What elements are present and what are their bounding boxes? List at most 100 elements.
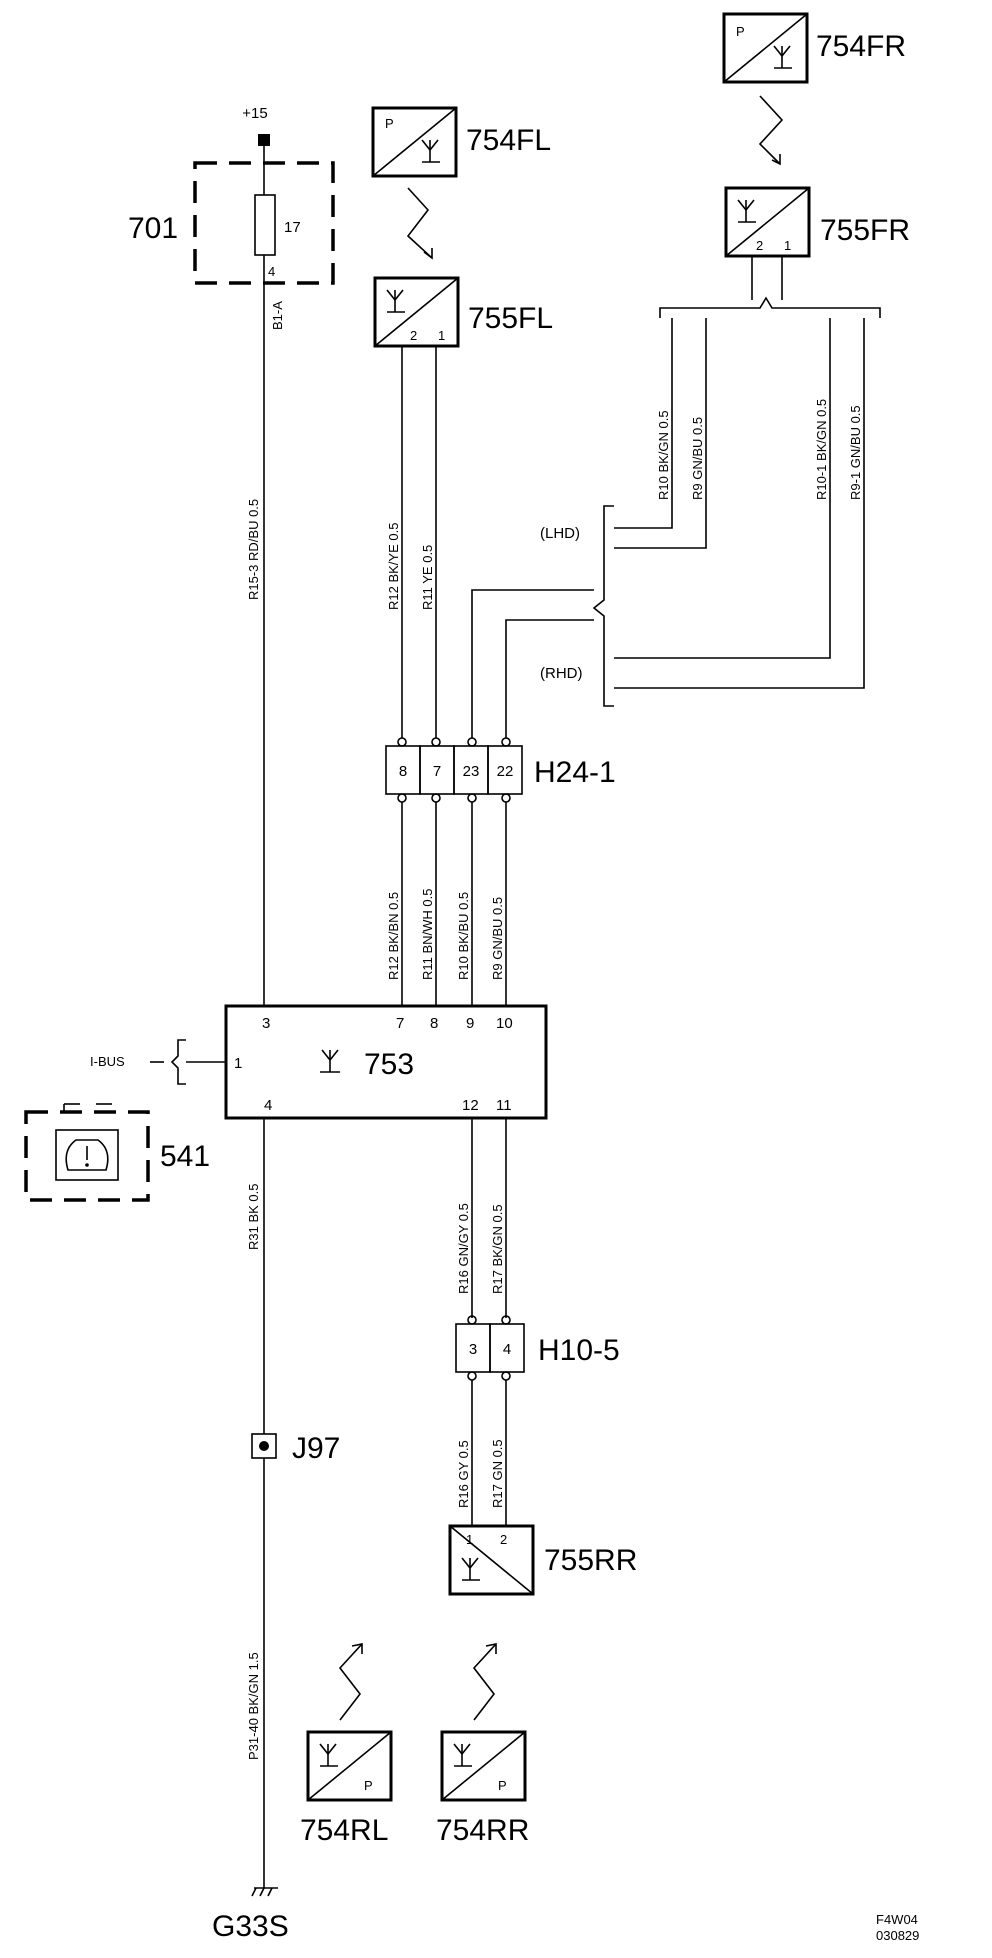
h24-pin: 8 [399,763,407,780]
control-unit-753-ref: 753 [364,1048,414,1081]
ground-icon [251,1887,278,1897]
exclamation-dot-icon [85,1163,89,1167]
ibus-brace-icon [170,1039,186,1085]
drawing-code: F4W04 [876,1912,918,1927]
sensor-754fr-diagonal [723,13,808,83]
sensor-754fr-symbol: P [736,24,745,39]
wire-r9-h24 [505,619,594,738]
connector-h10-5 [455,1315,525,1381]
sensor-754rr-symbol: P [498,1778,507,1793]
antenna-755fl-pin-2: 2 [410,328,417,343]
wire-r9-fr [614,318,707,549]
antenna-755fl-diagonal [374,277,459,347]
antenna-icon [386,289,405,313]
wire-r9-1 [614,318,865,689]
sensor-754fl-diagonal [372,107,457,177]
antenna-755rr-pin-1: 1 [466,1532,473,1547]
antenna-755fr-pin-2: 2 [756,238,763,253]
fuse-17-icon [254,194,276,256]
wire-r17-rr-label: R17 GN 0.5 [490,1439,505,1508]
wire-r9-fr-label: R9 GN/BU 0.5 [690,417,705,500]
sensor-754fr-ref: 754FR [816,30,906,63]
fuse-box-ref: 701 [128,212,178,245]
sensor-754rr-ref: 754RR [436,1814,529,1847]
h10-pin: 3 [469,1341,477,1358]
cu-pin: 4 [264,1097,272,1114]
wire-r9-1-label: R9-1 GN/BU 0.5 [848,405,863,500]
cu-pin: 8 [430,1015,438,1032]
wire-r12-fl-label: R12 BK/YE 0.5 [386,523,401,610]
cu-pin: 9 [466,1015,474,1032]
splice-dot-icon [259,1441,269,1451]
radio-link-fl-arrow-icon [423,248,433,260]
cu-pin: 12 [462,1097,479,1114]
supply-terminal-label: +15 [242,105,267,122]
antenna-755fl-pin-1: 1 [438,328,445,343]
wire-r10-label: R10 BK/BU 0.5 [456,892,471,980]
wire-r12-label: R12 BK/BN 0.5 [386,892,401,980]
ground-g33s-ref: G33S [212,1910,289,1943]
wire-r10-1-label: R10-1 BK/GN 0.5 [814,399,829,500]
fuse-connector: B1-A [270,301,285,330]
radio-link-fr-icon [758,95,784,165]
antenna-icon [421,139,440,163]
wire-r10-fr-label: R10 BK/GN 0.5 [656,410,671,500]
wire-r9-label: R9 GN/BU 0.5 [490,897,505,980]
indicator-541-ref: 541 [160,1140,210,1173]
radio-link-rr-arrow-icon [485,1643,497,1654]
sensor-754fl-ref: 754FL [466,124,551,157]
variant-brace-icon [659,296,881,318]
cu-pin: 10 [496,1015,513,1032]
h24-pin: 22 [497,763,514,780]
cu-pin: 1 [234,1055,242,1072]
wire-r17-label: R17 BK/GN 0.5 [490,1204,505,1294]
variant-rhd-label: (RHD) [540,665,583,682]
antenna-755fr-diagonal [725,187,810,257]
connector-h24-1-ref: H24-1 [534,756,616,789]
wire-r10-fr [614,318,673,529]
radio-link-rl-arrow-icon [351,1643,363,1654]
cu-pin: 11 [496,1097,512,1114]
radio-link-rl-icon [338,1643,363,1721]
supply-terminal [258,134,270,146]
radio-link-rr-icon [472,1643,497,1721]
antenna-icon [320,1049,340,1073]
antenna-icon [737,199,756,223]
indicator-541 [24,1110,150,1202]
fuse-pin: 4 [268,264,275,279]
variant-lhd-label: (LHD) [540,525,580,542]
antenna-icon [461,1557,480,1581]
wire-r10-1 [614,318,831,659]
antenna-755rr-ref: 755RR [544,1544,637,1577]
sensor-754rl-symbol: P [364,1778,373,1793]
fuse-number: 17 [284,219,301,236]
wire-r15-3-label: R15-3 RD/BU 0.5 [246,499,261,600]
connector-h10-5-ref: H10-5 [538,1334,620,1367]
antenna-755fl-ref: 755FL [468,302,553,335]
sensor-754rl-diagonal [307,1731,392,1801]
splice-j97-ref: J97 [292,1432,340,1465]
antenna-755rr-pin-2: 2 [500,1532,507,1547]
tire-icon [65,1139,109,1171]
wire-r10-h24 [471,589,594,738]
sensor-754fl-symbol: P [385,116,394,131]
wire-r11-fl-label: R11 YE 0.5 [420,545,435,610]
wire-r16-rr-label: R16 GY 0.5 [456,1440,471,1508]
h24-pin: 23 [463,763,480,780]
radio-link-fl-icon [406,187,433,259]
variant-vertical-brace-icon [592,505,614,707]
sensor-754rr-diagonal [441,1731,526,1801]
ibus-label: I-BUS [90,1054,125,1069]
wire-r31-label: R31 BK 0.5 [246,1184,261,1251]
wire-r16-label: R16 GN/GY 0.5 [456,1203,471,1294]
antenna-icon [453,1743,472,1767]
h10-pin: 4 [503,1341,511,1358]
cu-pin: 3 [262,1015,270,1032]
drawing-date: 030829 [876,1928,919,1943]
sensor-754rl-ref: 754RL [300,1814,388,1847]
antenna-755fr-ref: 755FR [820,214,910,247]
antenna-755fr-pin-1: 1 [784,238,791,253]
antenna-755rr-diagonal [449,1525,534,1595]
wire-r11-label: R11 BN/WH 0.5 [420,888,435,980]
